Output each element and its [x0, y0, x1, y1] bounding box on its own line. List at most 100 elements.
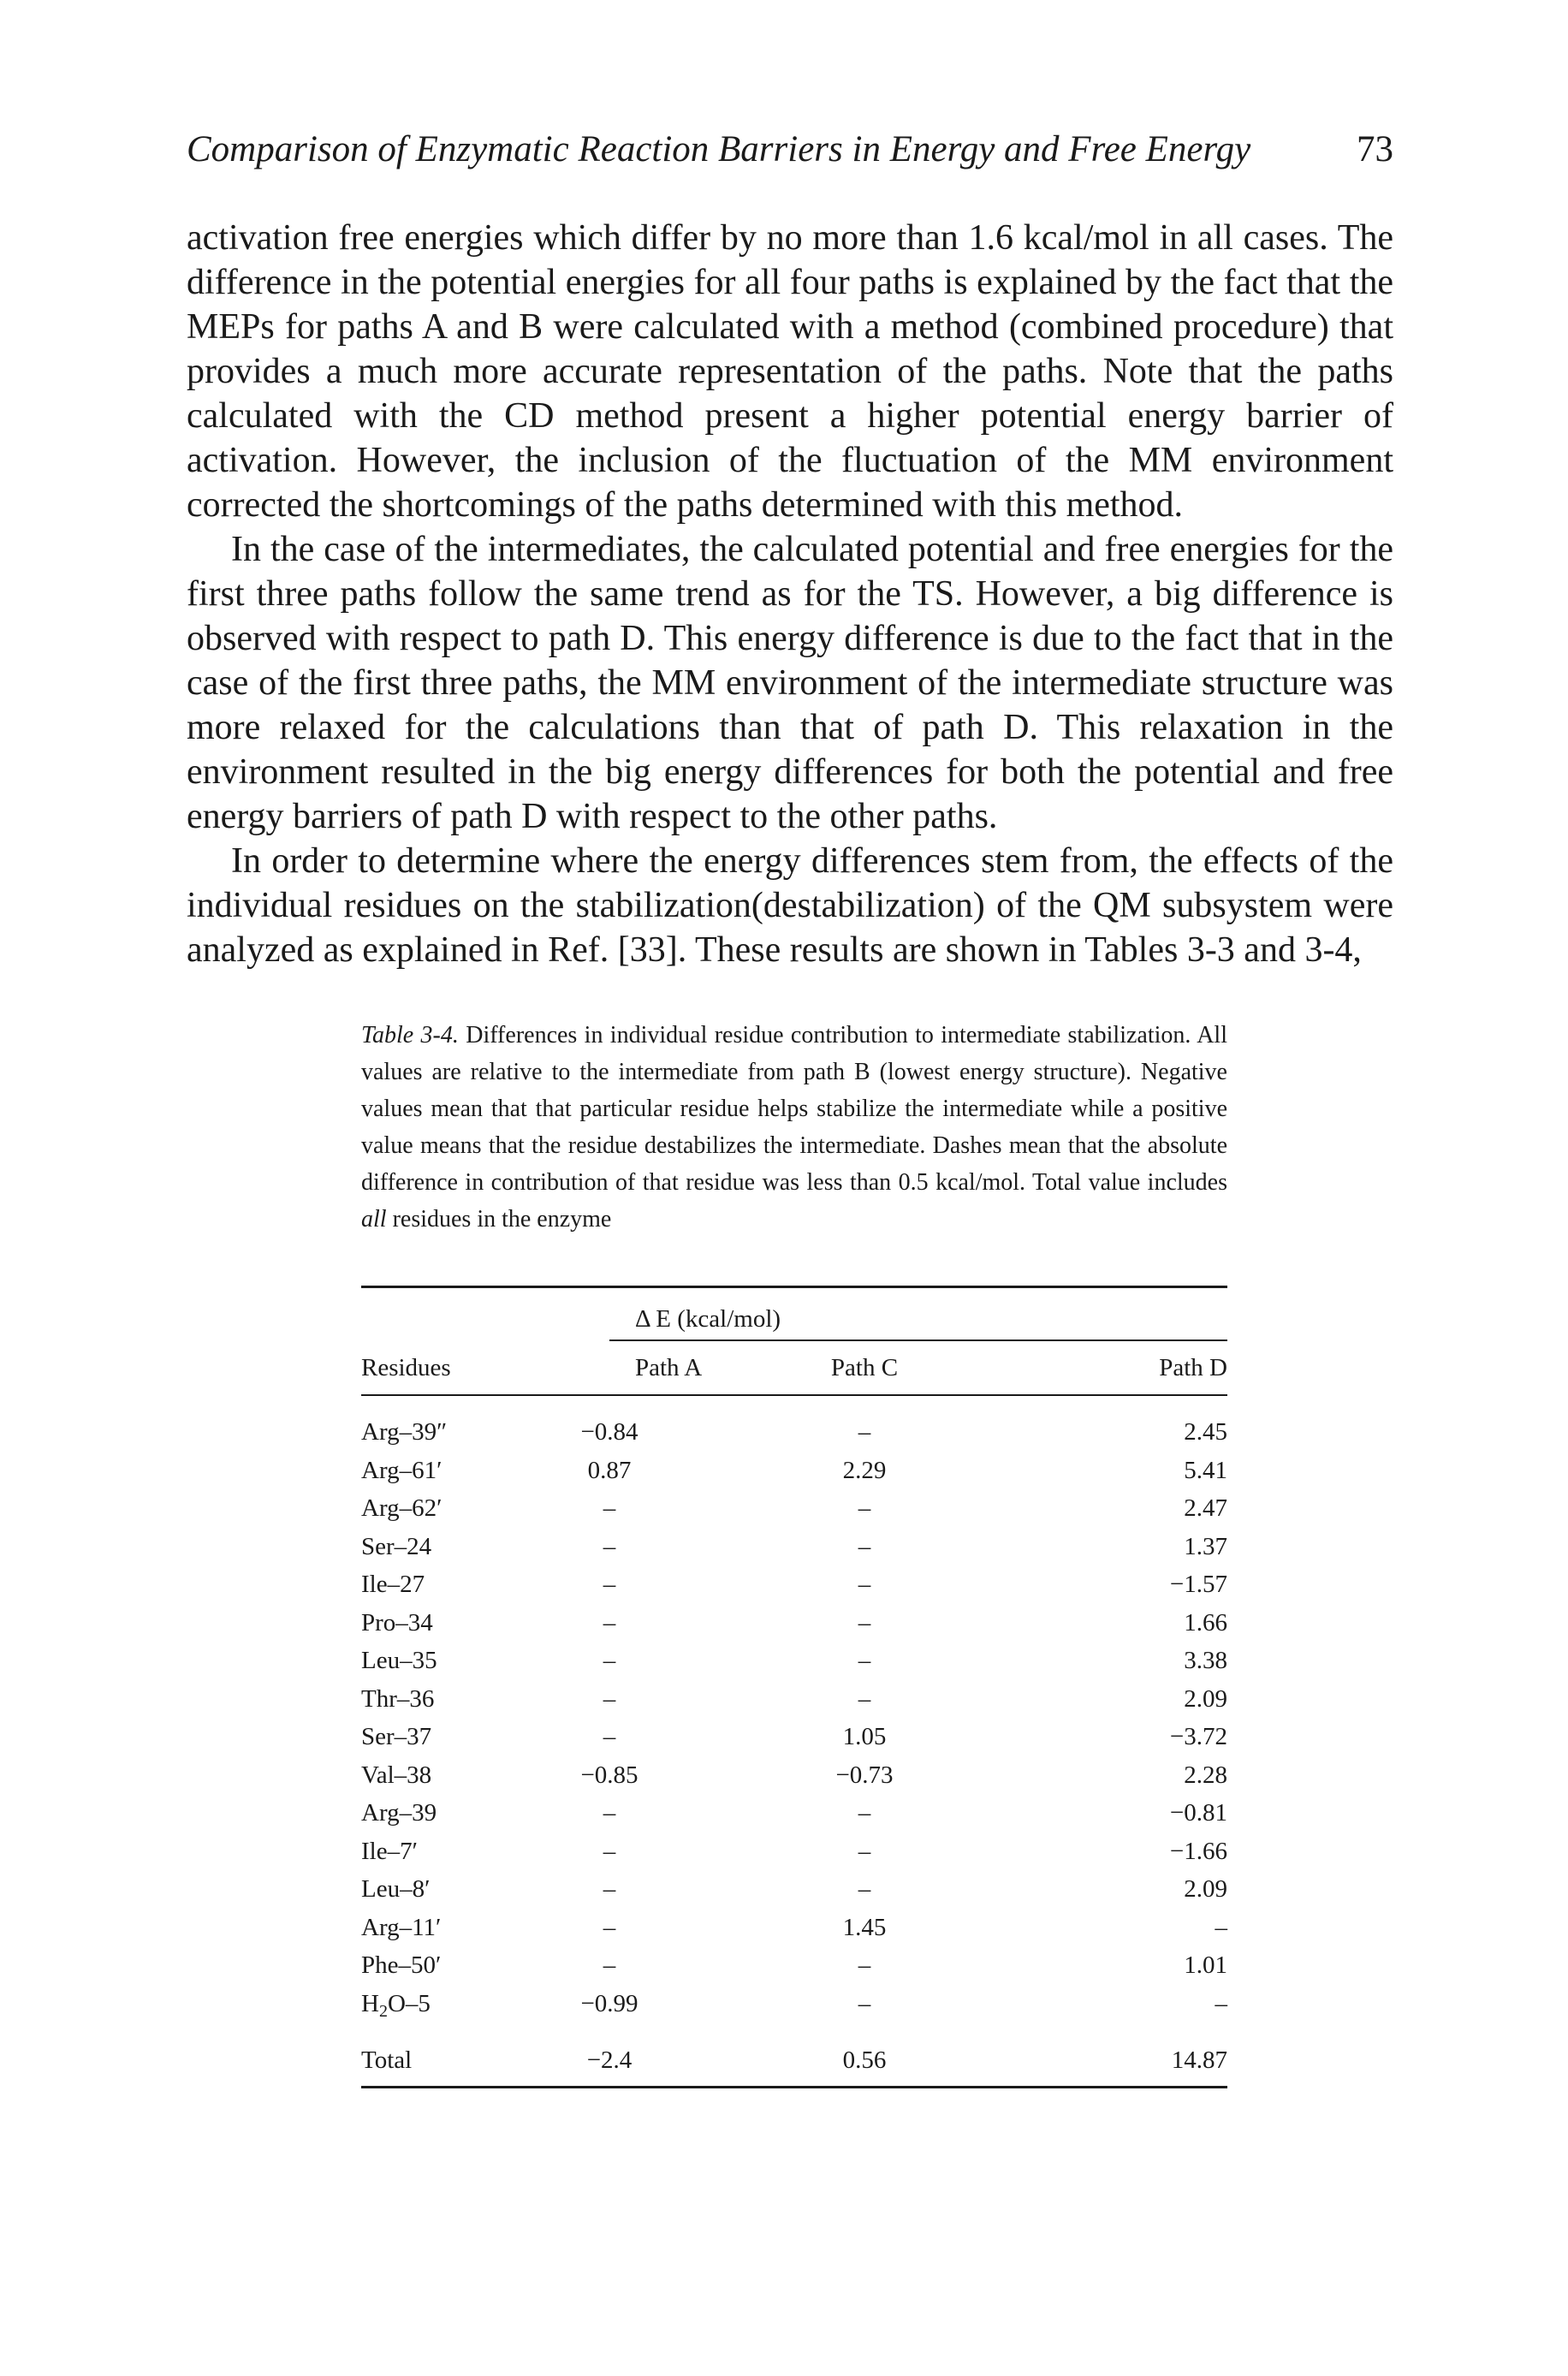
residue-cell: Ile–27	[361, 1571, 425, 1598]
caption-text: Differences in individual residue contri…	[361, 1022, 1227, 1196]
paragraph: activation free energies which differ by…	[187, 218, 1393, 525]
table-row: Leu–8′––2.09	[361, 1870, 1227, 1909]
table-row: Ser–37–1.05−3.72	[361, 1718, 1227, 1756]
table-row: Ile–7′ – – −1.66	[361, 1832, 1227, 1871]
path-a-cell: –	[603, 1684, 616, 1713]
path-d-cell: 1.37	[1184, 1532, 1227, 1560]
path-c-cell: –	[858, 1989, 871, 2017]
total-label: Total	[361, 2046, 413, 2074]
column-header-path-a: Path A	[635, 1354, 703, 1381]
residue-cell: Arg–61′	[361, 1456, 442, 1484]
residue-cell: Arg–39″	[361, 1418, 448, 1446]
path-a-cell: 0.87	[587, 1456, 632, 1484]
path-c-cell: –	[858, 1494, 871, 1522]
table-row: Ile–27 – – −1.57	[361, 1565, 1227, 1604]
path-c-cell: –	[858, 1837, 871, 1865]
column-header-residues: Residues	[361, 1354, 451, 1381]
table-label: Table 3-4.	[361, 1022, 459, 1048]
path-d-cell: −0.81	[1169, 1799, 1227, 1827]
path-c-cell: –	[858, 1951, 871, 1979]
table-top-rule	[361, 1286, 1227, 1288]
path-a-cell: –	[603, 1494, 616, 1522]
path-c-cell: −0.73	[835, 1761, 894, 1789]
group-header: Δ E (kcal/mol)	[361, 1288, 1227, 1341]
page-header: Comparison of Enzymatic Reaction Barrier…	[187, 128, 1393, 180]
path-a-cell: −0.99	[580, 1989, 638, 2017]
header-rule	[361, 1394, 1227, 1396]
residue-cell: Arg–39	[361, 1799, 437, 1827]
path-d-cell: −3.72	[1169, 1723, 1227, 1750]
table-caption: Table 3-4. Differences in individual res…	[361, 1017, 1227, 1238]
total-path-c: 0.56	[842, 2046, 887, 2074]
total-row: Total −2.4 0.56 14.87	[361, 2034, 1227, 2086]
path-a-cell: –	[603, 1608, 616, 1636]
data-table: Δ E (kcal/mol) Residues Path A Path C Pa…	[361, 1286, 1227, 2088]
path-a-cell: −0.84	[580, 1418, 638, 1446]
table-row: Arg–11′ – 1.45 –	[361, 1909, 1227, 1947]
path-d-cell: 2.47	[1184, 1494, 1227, 1522]
total-path-d: 14.87	[1171, 2046, 1227, 2074]
paragraph: In the case of the intermediates, the ca…	[187, 530, 1393, 836]
column-header-path-c: Path C	[830, 1354, 899, 1381]
total-path-a: −2.4	[586, 2046, 633, 2074]
table-bottom-rule	[361, 2086, 1227, 2088]
path-c-cell: 1.45	[842, 1913, 887, 1941]
residue-cell: Arg–11′	[361, 1913, 442, 1941]
path-d-cell: −1.66	[1169, 1837, 1227, 1865]
path-d-cell: 2.28	[1184, 1761, 1227, 1789]
residue-cell: Val–38	[361, 1761, 432, 1789]
table-row: Ser–24 – – 1.37	[361, 1528, 1227, 1566]
body-text: activation free energies which differ by…	[187, 216, 1393, 972]
path-d-cell: 2.09	[1184, 1875, 1227, 1903]
residue-cell: H2O–5	[361, 1989, 431, 2021]
table-row: Pro–34 – – 1.66	[361, 1604, 1227, 1642]
path-d-cell: –	[1215, 1989, 1228, 2017]
path-d-cell: 2.45	[1184, 1418, 1227, 1446]
group-rule	[609, 1339, 1227, 1341]
path-d-cell: 5.41	[1184, 1456, 1227, 1484]
path-d-cell: –	[1215, 1913, 1228, 1941]
path-d-cell: −1.57	[1169, 1571, 1227, 1598]
table-row: Arg–62′ – – 2.47	[361, 1489, 1227, 1528]
path-c-cell: 2.29	[842, 1456, 887, 1484]
path-c-cell: –	[858, 1647, 871, 1674]
caption-end: residues in the enzyme	[386, 1206, 612, 1233]
path-a-cell: –	[603, 1913, 616, 1941]
residue-cell: Pro–34	[361, 1608, 433, 1636]
table-row: H2O–5 −0.99 – –	[361, 1985, 1227, 2023]
path-d-cell: 3.38	[1184, 1647, 1227, 1674]
table-row: Arg–61′ 0.87 2.29 5.41	[361, 1452, 1227, 1490]
path-c-cell: –	[858, 1608, 871, 1636]
path-d-cell: 1.01	[1184, 1951, 1227, 1979]
residue-cell: Leu–35	[361, 1647, 437, 1674]
residue-cell: Ser–24	[361, 1532, 432, 1560]
table-row: Thr–36 – – 2.09	[361, 1680, 1227, 1719]
residue-cell: Ile–7′	[361, 1837, 418, 1865]
path-a-cell: –	[603, 1532, 616, 1560]
path-c-cell: –	[858, 1799, 871, 1827]
running-title: Comparison of Enzymatic Reaction Barrier…	[187, 129, 1251, 169]
path-d-cell: 1.66	[1184, 1608, 1227, 1636]
residue-cell: Thr–36	[361, 1684, 435, 1713]
residue-cell: Phe–50′	[361, 1951, 442, 1979]
table-row: Arg–39″−0.84–2.45	[361, 1413, 1227, 1452]
table-row: Leu–35 – – 3.38	[361, 1642, 1227, 1680]
path-a-cell: –	[603, 1951, 616, 1979]
table-row: Phe–50′ – – 1.01	[361, 1946, 1227, 1985]
path-a-cell: –	[603, 1875, 616, 1903]
page-number: 73	[1357, 129, 1393, 169]
paragraph: In order to determine where the energy d…	[187, 841, 1393, 970]
path-d-cell: 2.09	[1184, 1684, 1227, 1713]
path-a-cell: –	[603, 1837, 616, 1865]
path-c-cell: –	[858, 1684, 871, 1713]
path-a-cell: –	[603, 1571, 616, 1598]
residue-cell: Arg–62′	[361, 1494, 442, 1522]
path-c-cell: –	[858, 1532, 871, 1560]
group-header-label: Δ E (kcal/mol)	[635, 1305, 781, 1333]
table-row: Arg–39 – – −0.81	[361, 1794, 1227, 1832]
path-c-cell: –	[858, 1571, 871, 1598]
path-a-cell: –	[603, 1647, 616, 1674]
path-a-cell: –	[603, 1799, 616, 1827]
